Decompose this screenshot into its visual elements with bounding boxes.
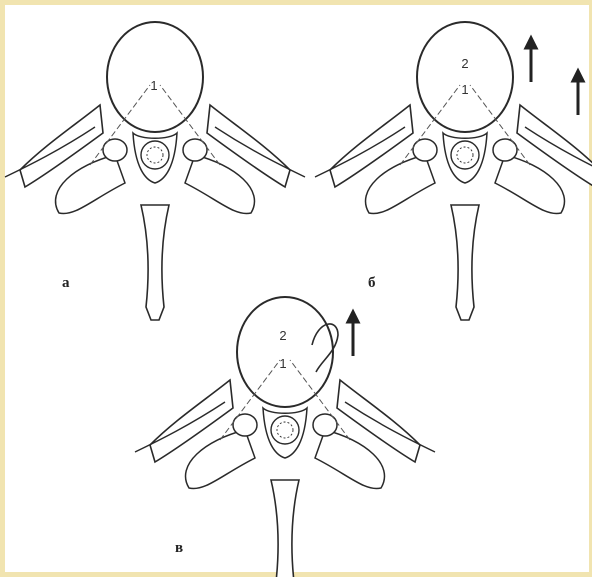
- marker-1-v: 1: [279, 356, 286, 371]
- panel-a: 1: [5, 22, 305, 320]
- panel-b: 2 1: [315, 22, 592, 320]
- vertebra-a: [5, 22, 305, 320]
- panel-label-v: в: [175, 540, 183, 557]
- panel-v: 2 1: [135, 297, 435, 577]
- marker-1-b: 1: [461, 82, 468, 97]
- panel-label-a: а: [62, 275, 70, 292]
- marker-2-v: 2: [279, 328, 286, 343]
- marker-2-b: 2: [461, 56, 468, 71]
- vertebra-b: [315, 22, 592, 320]
- marker-1-a: 1: [150, 78, 157, 93]
- panel-label-b: б: [368, 275, 376, 292]
